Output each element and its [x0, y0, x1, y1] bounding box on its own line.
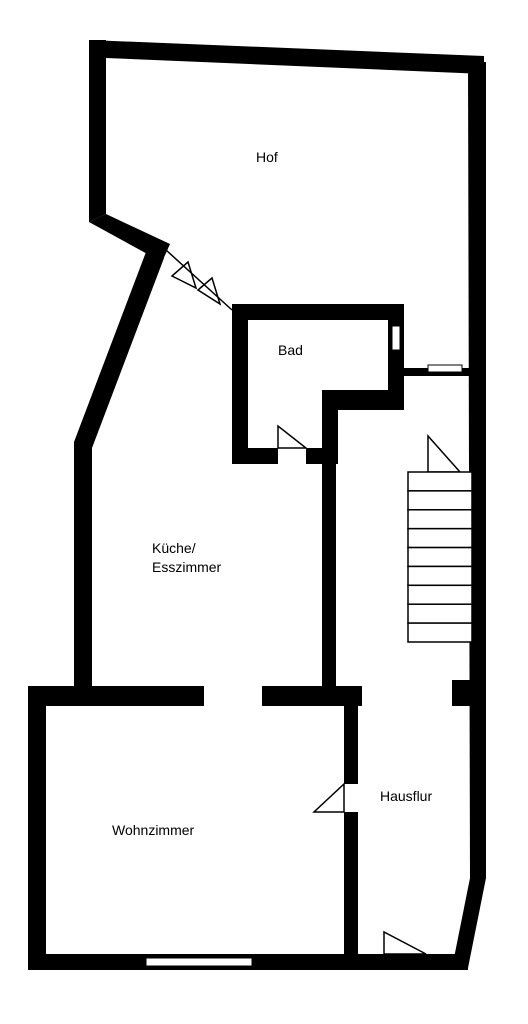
- stair-step: [407, 490, 473, 511]
- wall-bad-step-down: [322, 390, 338, 464]
- room-label-kueche-line2: Esszimmer: [152, 559, 222, 575]
- wall-kueche-right: [322, 448, 336, 692]
- wall-right-outer: [468, 62, 486, 878]
- door-wohn-flur: [312, 782, 345, 813]
- doors: [165, 249, 462, 955]
- walls: [28, 40, 486, 970]
- wall-bad-bottom-left: [232, 448, 278, 464]
- stair-step: [407, 546, 473, 568]
- wall-wohn-flur-lower: [344, 812, 358, 970]
- wall-wohn-left: [28, 686, 46, 970]
- stair-step: [407, 584, 473, 605]
- room-label-hof: Hof: [256, 149, 278, 165]
- room-label-kueche-line1: Küche/: [152, 540, 196, 556]
- wall-kueche-left-diagonal: [74, 252, 164, 448]
- wall-bad-left: [232, 304, 248, 464]
- wall-kueche-wohn-left: [28, 686, 204, 706]
- wall-kueche-left: [74, 442, 92, 692]
- stair-step: [407, 603, 473, 624]
- door-entrance: [383, 930, 427, 955]
- stair-step: [407, 622, 473, 643]
- stair-step: [407, 527, 473, 549]
- wall-bad-top: [232, 304, 404, 320]
- door-hof-kueche-right: [196, 276, 222, 306]
- window-wohnzimmer: [145, 957, 253, 967]
- stair-step: [407, 565, 473, 587]
- windows: [145, 325, 463, 967]
- door-bad: [277, 424, 309, 449]
- wall-hof-top: [89, 40, 484, 74]
- wall-hof-left: [89, 40, 106, 222]
- wall-flur-pillar-right: [452, 680, 474, 706]
- wall-right-lower-diagonal: [452, 878, 486, 968]
- room-label-bad: Bad: [278, 342, 303, 358]
- wall-wohn-flur-upper: [344, 686, 358, 784]
- door-hof-kueche-left: [170, 260, 198, 290]
- window-bad: [391, 325, 401, 351]
- stair-arrow: [427, 434, 462, 473]
- wall-bad-step: [322, 390, 404, 410]
- room-label-wohnzimmer: Wohnzimmer: [112, 822, 195, 838]
- window-flur-top: [427, 364, 463, 373]
- stair-step: [407, 509, 473, 530]
- stair-step: [407, 471, 473, 492]
- wall-hof-diagonal: [89, 214, 170, 262]
- staircase: [407, 471, 473, 643]
- wall-kueche-wohn-right: [262, 686, 362, 706]
- room-label-hausflur: Hausflur: [380, 788, 432, 804]
